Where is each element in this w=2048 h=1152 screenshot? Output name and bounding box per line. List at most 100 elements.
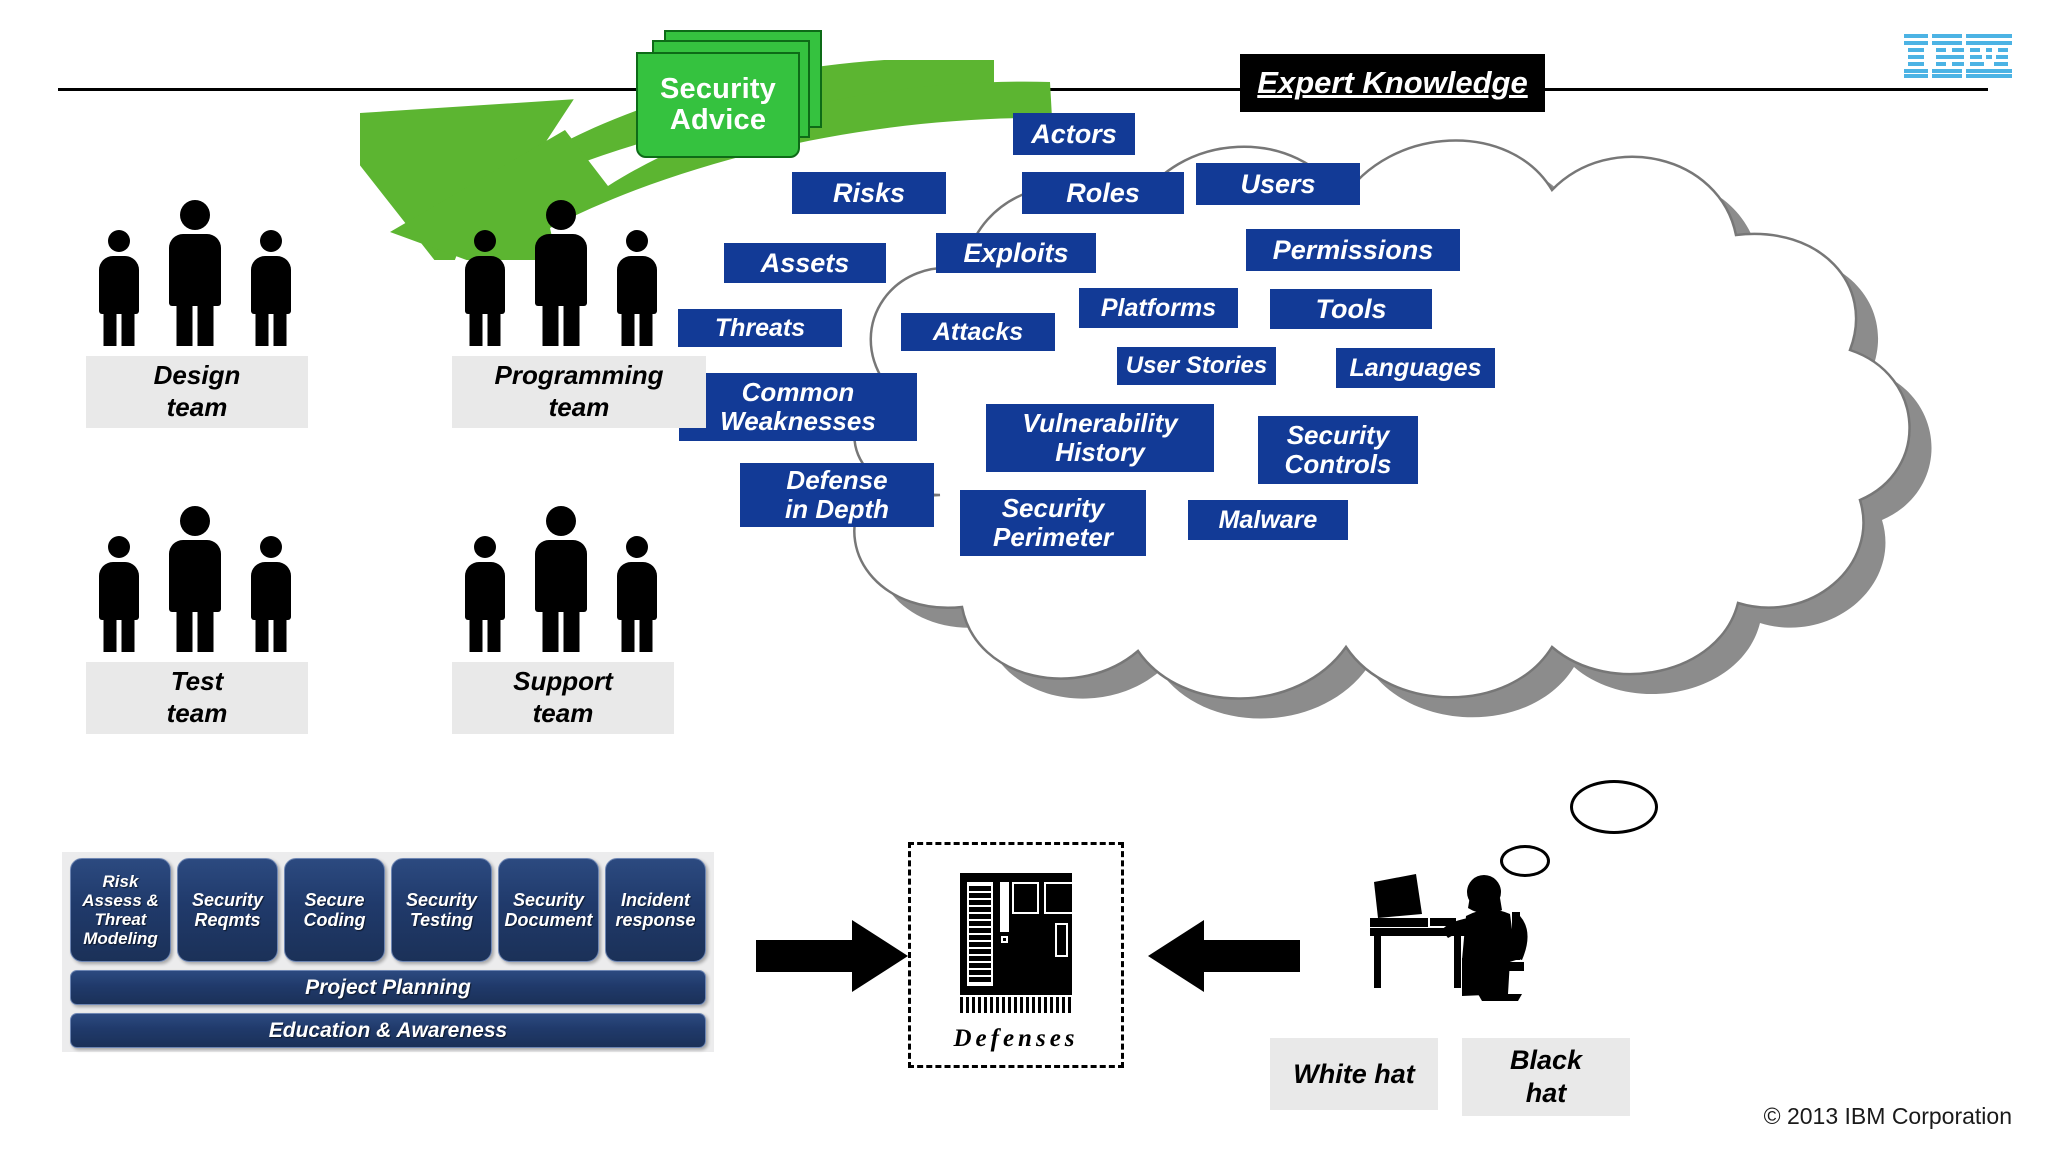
security-advice-arrow <box>320 57 1080 296</box>
knowledge-box-label: Assets <box>760 247 850 278</box>
knowledge-box-label: Risks <box>832 177 906 208</box>
knowledge-box-malware[interactable]: Malware <box>1188 500 1348 540</box>
chip-pins-icon <box>960 997 1072 1013</box>
person-icon-2 <box>528 506 594 654</box>
team-label-line1: Programming <box>494 360 664 391</box>
knowledge-box-roles[interactable]: Roles <box>1022 172 1184 214</box>
arrow-left-icon <box>1148 920 1300 992</box>
knowledge-box-permissions[interactable]: Permissions <box>1246 229 1460 271</box>
knowledge-box-tools[interactable]: Tools <box>1270 289 1432 329</box>
copyright-text: © 2013 IBM Corporation <box>1763 1103 2012 1129</box>
defenses-label: Defenses <box>953 1025 1079 1052</box>
knowledge-box-exploits[interactable]: Exploits <box>936 233 1096 273</box>
team-label-line2: team <box>166 698 228 728</box>
team-label-programming: Programming team <box>452 356 706 428</box>
advice-line-1: Security <box>659 72 777 105</box>
team-label-support: Support team <box>452 662 674 734</box>
knowledge-box-label: Malware <box>1218 506 1318 534</box>
team-label-line1: Test <box>170 666 224 697</box>
team-label-design: Design team <box>86 356 308 428</box>
thought-bubble-small-icon <box>1500 845 1550 877</box>
knowledge-box-label: Attacks <box>932 318 1024 346</box>
advice-card-front: Security Advice <box>636 52 800 158</box>
defenses-container: Defenses <box>908 842 1124 1068</box>
team-group-programming: Programming team <box>452 200 706 428</box>
black-hat-line1: Black <box>1509 1045 1583 1076</box>
sdlc-bar-education-awareness[interactable]: Education & Awareness <box>70 1013 706 1048</box>
person-icon-2 <box>162 506 228 654</box>
knowledge-box-label: Permissions <box>1272 234 1434 265</box>
knowledge-box-languages[interactable]: Languages <box>1336 348 1495 388</box>
arrow-right-icon <box>756 920 908 992</box>
thought-bubble-large-icon <box>1570 780 1658 834</box>
person-icon-2 <box>162 200 228 348</box>
security-advice-note: Security Advice <box>630 30 830 170</box>
knowledge-box-platforms[interactable]: Platforms <box>1079 288 1238 328</box>
knowledge-box-threats[interactable]: Threats <box>678 309 842 347</box>
knowledge-box-label: Tools <box>1315 293 1387 324</box>
advice-line-2: Advice <box>669 104 767 136</box>
team-label-line1: Design <box>153 360 241 391</box>
knowledge-box-users[interactable]: Users <box>1196 163 1360 205</box>
people-icon-group <box>452 200 682 348</box>
hacker-at-desk-icon <box>1370 870 1550 1010</box>
sdlc-bar-project-planning[interactable]: Project Planning <box>70 970 706 1005</box>
knowledge-box-attacks[interactable]: Attacks <box>901 313 1055 351</box>
knowledge-box-label: Users <box>1240 168 1316 199</box>
team-label-line2: team <box>548 392 610 422</box>
knowledge-box-label: Languages <box>1349 354 1482 382</box>
team-group-test: Test team <box>86 506 316 734</box>
expert-knowledge-banner: Expert Knowledge <box>1240 54 1545 112</box>
person-icon-1 <box>458 524 512 654</box>
circuit-board-chip-icon <box>960 873 1080 995</box>
knowledge-box-user-stories[interactable]: User Stories <box>1117 347 1276 385</box>
knowledge-box-assets[interactable]: Assets <box>724 243 886 283</box>
knowledge-box-label: Platforms <box>1100 294 1217 322</box>
person-icon-1 <box>458 218 512 348</box>
team-group-support: Support team <box>452 506 682 734</box>
knowledge-box-actors[interactable]: Actors <box>1013 113 1135 155</box>
people-icon-group <box>86 200 316 348</box>
expert-knowledge-title: Expert Knowledge <box>1257 65 1528 100</box>
person-icon-1 <box>92 218 146 348</box>
person-icon-2 <box>528 200 594 348</box>
knowledge-box-label: User Stories <box>1125 351 1268 379</box>
knowledge-box-label: Exploits <box>963 237 1069 268</box>
team-label-test: Test team <box>86 662 308 734</box>
team-label-line2: team <box>166 392 228 422</box>
person-icon-3 <box>244 218 298 348</box>
white-hat-label: White hat <box>1270 1038 1438 1110</box>
black-hat-label: Black hat <box>1462 1038 1630 1116</box>
person-icon-1 <box>92 524 146 654</box>
team-label-line1: Support <box>513 666 613 697</box>
knowledge-box-label: Threats <box>714 314 806 342</box>
knowledge-box-risks[interactable]: Risks <box>792 172 946 214</box>
people-icon-group <box>86 506 316 654</box>
knowledge-box-label: Roles <box>1066 177 1140 208</box>
team-label-line2: team <box>532 698 594 728</box>
black-hat-line2: hat <box>1525 1078 1567 1108</box>
